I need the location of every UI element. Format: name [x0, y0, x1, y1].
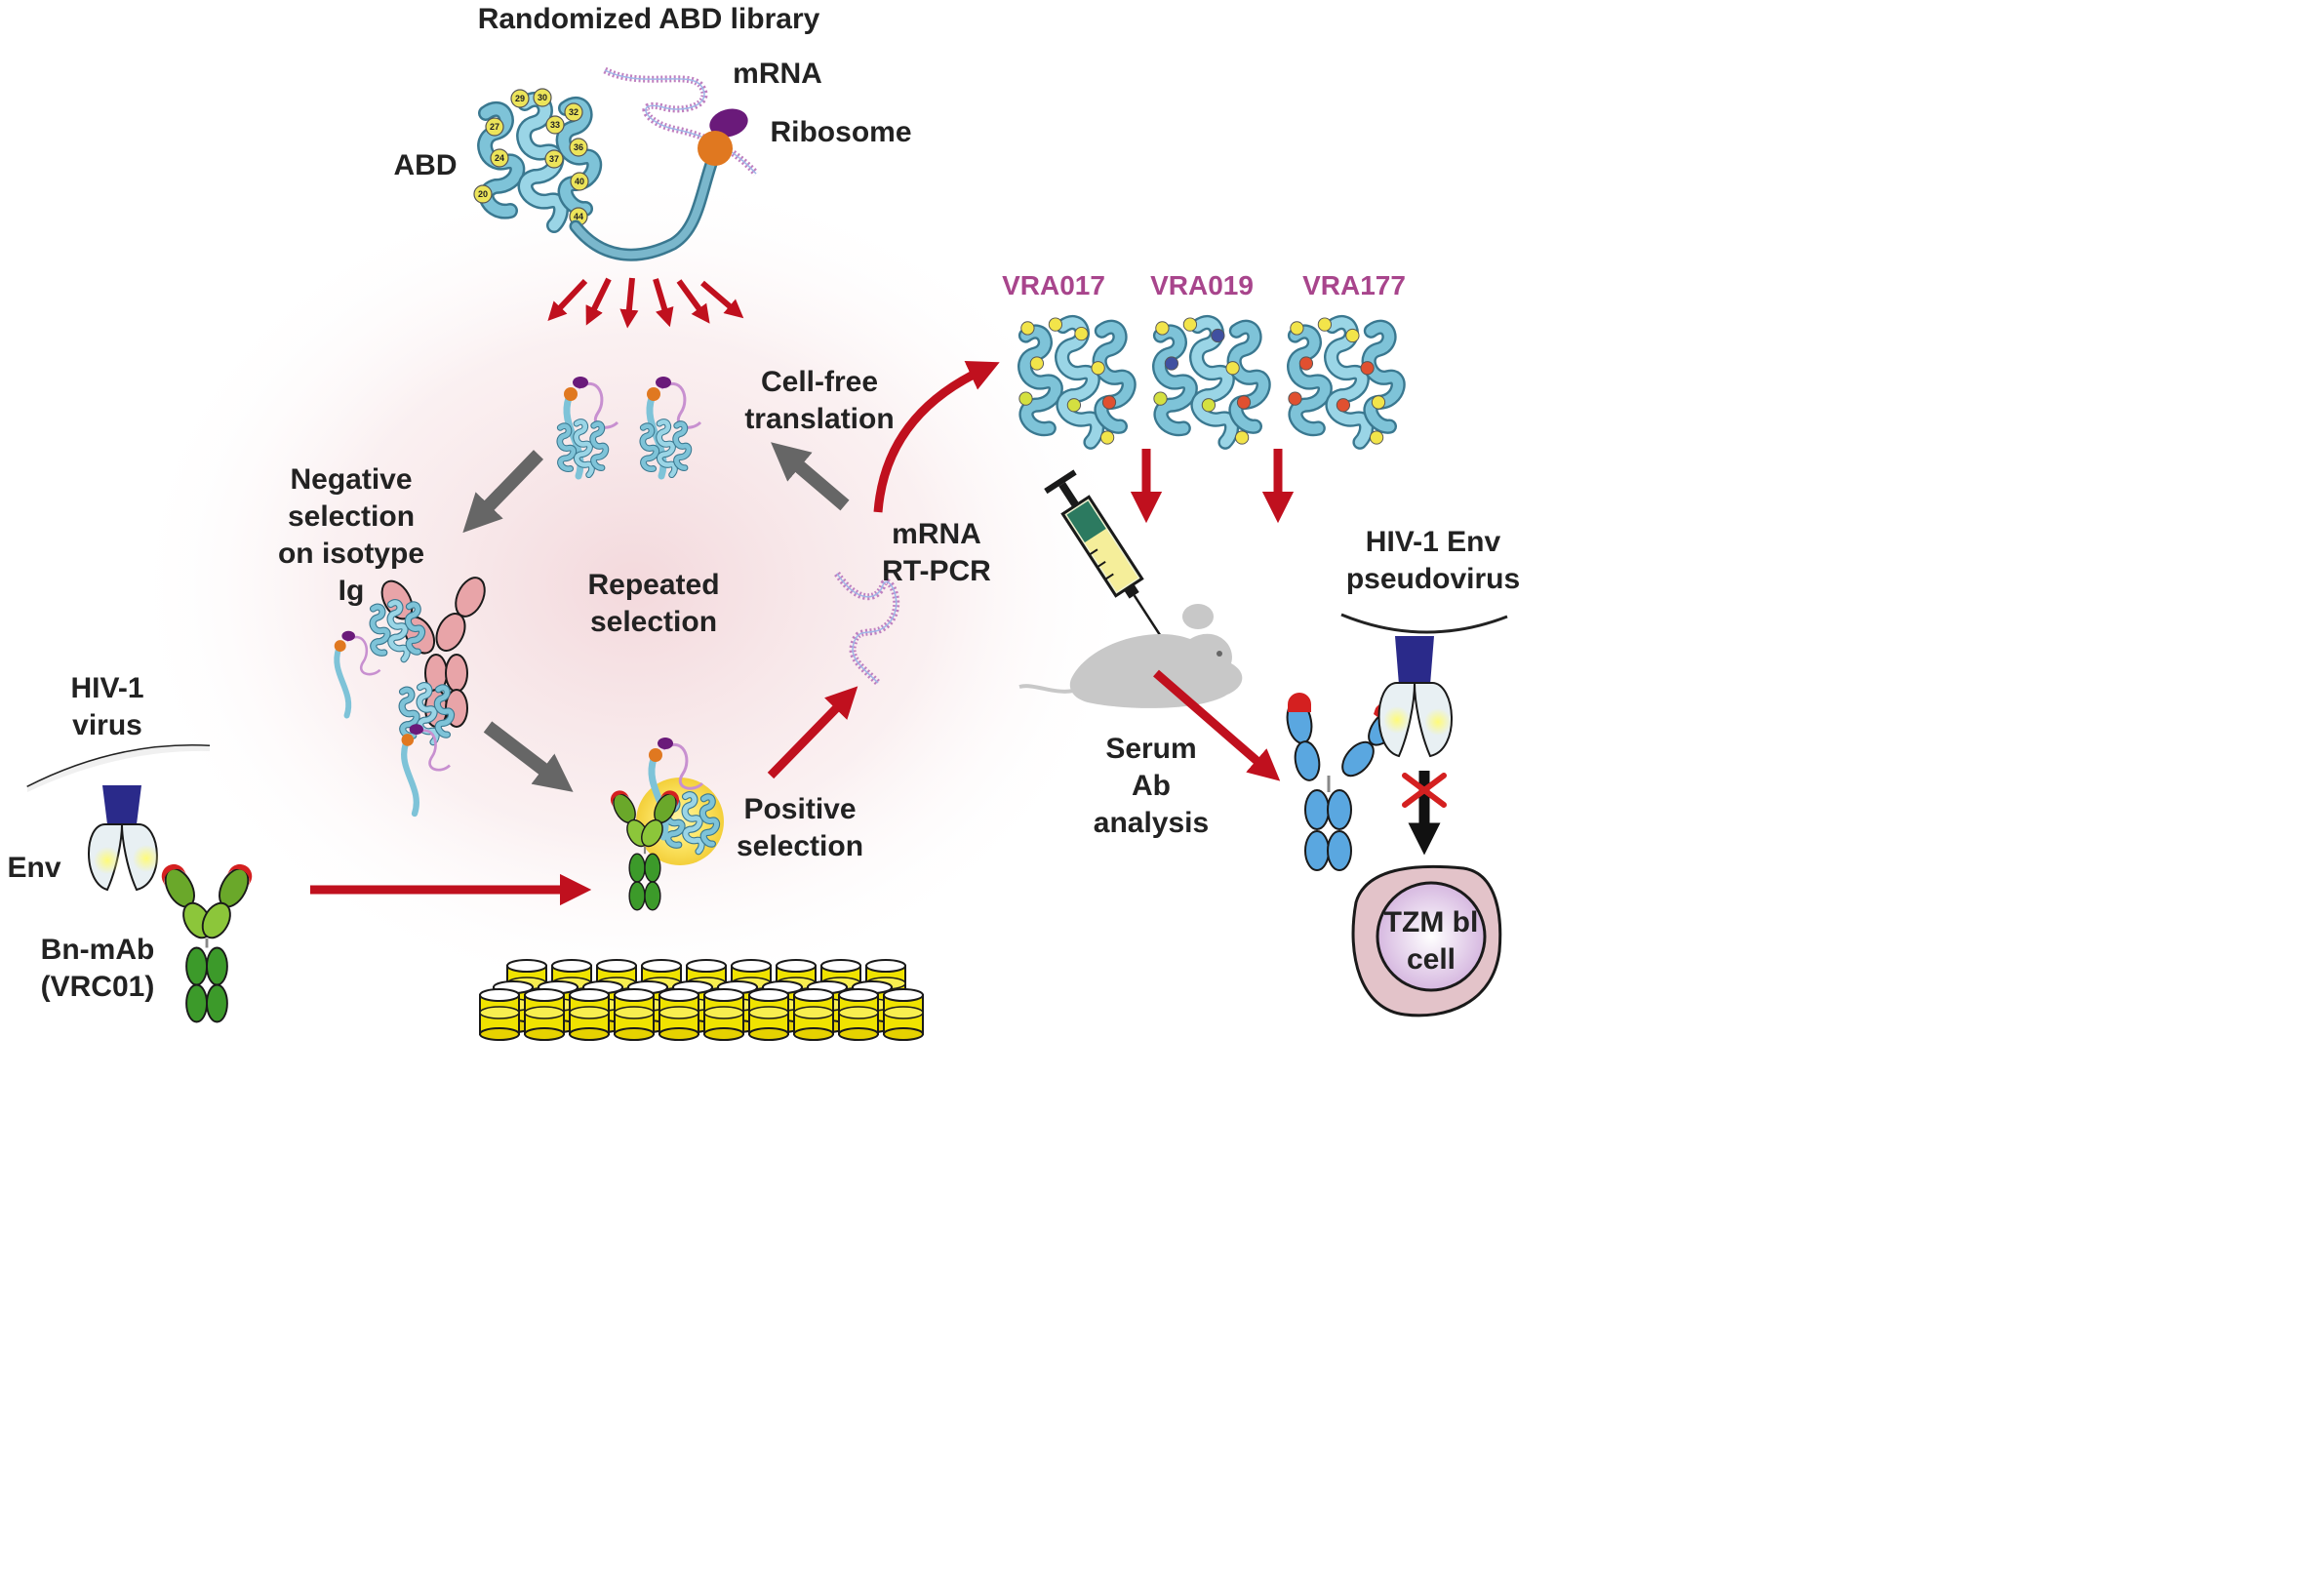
residue-markers: 29 30 32 27 33 24 36 37 40 20 44 — [473, 88, 589, 226]
variant-vra177 — [1289, 318, 1398, 444]
residue-40: 40 — [575, 177, 584, 186]
residue-33: 33 — [550, 120, 560, 130]
hiv-virus-line1: HIV-1 — [70, 672, 144, 704]
variant-vra017 — [1019, 318, 1129, 444]
positive-selection-complex — [606, 738, 724, 911]
serum-antibody — [1286, 693, 1403, 871]
hiv-virus-line2: virus — [72, 709, 142, 741]
rtpcr-label-line2: RT-PCR — [882, 555, 991, 587]
serum-arrow — [1153, 669, 1281, 781]
serum-analysis-line1: Serum — [1105, 733, 1197, 765]
library-fan-arrows — [547, 277, 744, 329]
cycle-arrows — [462, 442, 850, 792]
variant-label-vra177: VRA177 — [1302, 270, 1406, 300]
env-label: Env — [7, 852, 61, 884]
serum-analysis-line3: analysis — [1093, 807, 1210, 839]
pseudovirus-line1: HIV-1 Env — [1365, 526, 1501, 558]
library-title: Randomized ABD library — [477, 3, 820, 35]
positive-selection-line2: selection — [736, 830, 864, 862]
negative-selection-antibody — [335, 577, 486, 814]
microplate-icon — [479, 959, 924, 1041]
ribosome-label: Ribosome — [770, 116, 912, 148]
cell-free-label-line2: translation — [744, 403, 895, 435]
negative-selection-line3: on isotype — [277, 538, 424, 570]
variant-label-vra019: VRA019 — [1150, 270, 1254, 300]
bnmab-line2: (VRC01) — [40, 971, 155, 1003]
residue-44: 44 — [574, 212, 583, 221]
serum-analysis-line2: Ab — [1132, 770, 1171, 802]
positive-selection-line1: Positive — [743, 793, 857, 825]
bnmab-line1: Bn-mAb — [40, 934, 155, 966]
residue-24: 24 — [495, 153, 504, 163]
tzm-cell-line2: cell — [1406, 943, 1456, 976]
repeated-selection-line2: selection — [589, 606, 718, 638]
selection-flow-arrows — [310, 361, 1000, 906]
variant-down-arrows — [1130, 449, 1295, 524]
env-trimer-icon — [88, 785, 160, 892]
residue-32: 32 — [569, 107, 578, 117]
diagram-art: 29 30 32 27 33 24 36 37 40 20 44 — [26, 66, 1508, 1041]
pseudovirus-line2: pseudovirus — [1345, 563, 1521, 595]
residue-27: 27 — [490, 122, 499, 132]
residue-30: 30 — [538, 93, 547, 102]
repeated-selection-line1: Repeated — [587, 569, 720, 601]
negative-selection-line4: Ig — [338, 575, 365, 607]
blocked-x-icon — [1402, 773, 1447, 808]
syringe-icon — [1044, 469, 1178, 662]
residue-20: 20 — [478, 189, 488, 199]
abd-label: ABD — [393, 149, 458, 181]
pseudovirus-membrane — [1340, 613, 1508, 634]
negative-selection-line1: Negative — [290, 463, 413, 496]
negative-selection-line2: selection — [287, 500, 416, 533]
residue-37: 37 — [549, 154, 559, 164]
residue-36: 36 — [574, 142, 583, 152]
mouse-icon — [1018, 604, 1243, 708]
variant-label-vra017: VRA017 — [1002, 270, 1105, 300]
diagram-canvas: 29 30 32 27 33 24 36 37 40 20 44 — [0, 0, 1530, 1046]
pseudovirus-env-icon — [1377, 636, 1453, 758]
tzm-cell-line1: TZM bl — [1383, 906, 1479, 938]
tzm-bl-cell-icon — [1351, 864, 1502, 1017]
cycle-background — [127, 166, 1141, 1005]
mrna-label: mRNA — [733, 58, 822, 90]
rtpcr-label-line1: mRNA — [892, 518, 981, 550]
cell-free-label-line1: Cell-free — [760, 366, 879, 398]
variant-vra019 — [1154, 318, 1263, 444]
ribosome-icon — [709, 108, 748, 138]
residue-29: 29 — [515, 94, 525, 103]
